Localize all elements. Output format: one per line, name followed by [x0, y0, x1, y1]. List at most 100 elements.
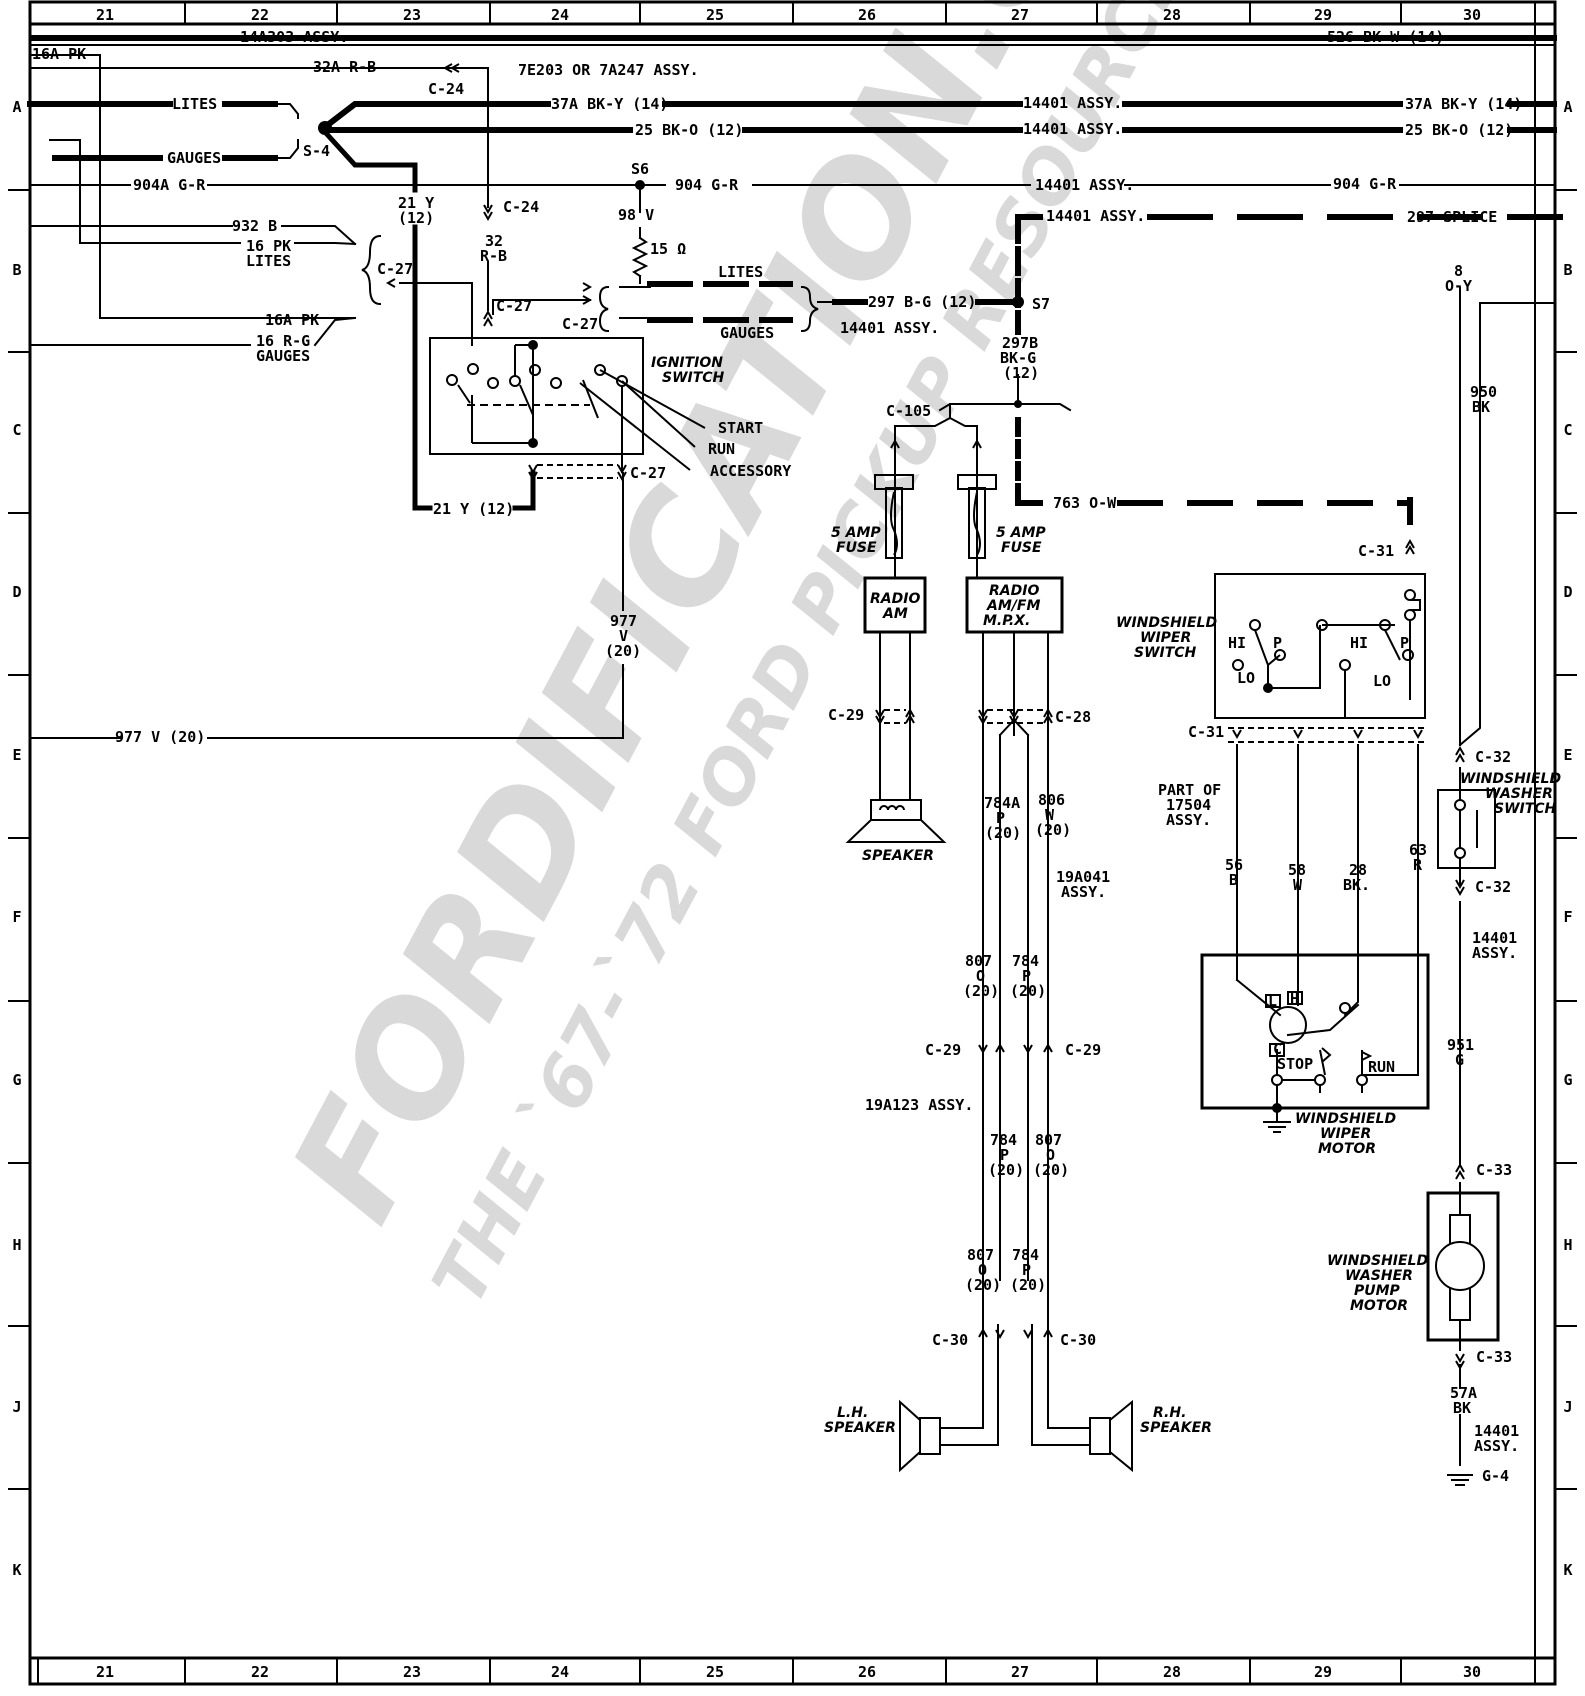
windshield-washer-pump-motor: [1426, 1191, 1500, 1342]
label-speaker: SPEAKER: [862, 848, 934, 864]
label-977-v: V: [619, 627, 628, 645]
label-c24-lower: C-24: [503, 198, 539, 216]
label-start: START: [718, 419, 763, 437]
label-950-bk: BK: [1472, 398, 1490, 416]
label-s4: S-4: [303, 142, 330, 160]
label-rb: R-B: [480, 247, 507, 265]
col-label: 24: [551, 1663, 569, 1681]
c31-connector: [1228, 727, 1425, 743]
label-57a: 57A: [1450, 1384, 1477, 1402]
label-wws-2: WIPER: [1140, 630, 1191, 646]
label-950: 950: [1470, 383, 1497, 401]
label-784-c: 784: [1012, 1246, 1039, 1264]
label-rh-2: SPEAKER: [1140, 1420, 1212, 1436]
col-label: 29: [1314, 6, 1332, 24]
label-motor-h: H: [1290, 990, 1299, 1008]
label-14401-d: 14401 ASSY.: [840, 319, 939, 337]
windshield-wiper-switch: [1214, 573, 1426, 719]
label-951: 951: [1447, 1036, 1474, 1054]
splice-points: [318, 121, 1282, 1113]
label-wpm-3: PUMP: [1354, 1283, 1401, 1299]
radio-fm-box: [965, 576, 1064, 634]
label-8: 8: [1454, 262, 1463, 280]
col-label: 21: [96, 6, 114, 24]
label-hi-a: HI: [1228, 634, 1246, 652]
label-784-a: 784: [1012, 952, 1039, 970]
col-label: 21: [96, 1663, 114, 1681]
label-28: 28: [1349, 861, 1367, 879]
row-label: C: [1563, 421, 1572, 439]
row-label: C: [12, 421, 21, 439]
label-297b-12: (12): [1003, 364, 1039, 382]
row-label: G: [12, 1071, 21, 1089]
label-c31-bottom: C-31: [1188, 723, 1224, 741]
label-14401-a: 14401 ASSY.: [1023, 94, 1122, 112]
col-label: 23: [403, 1663, 421, 1681]
grid-column-labels-top: 21 22 23 24 25 26 27 28 29 30: [96, 6, 1481, 24]
label-c27-lower: C-27: [562, 315, 598, 333]
row-label: A: [12, 98, 21, 116]
label-wash-3: SWITCH: [1494, 801, 1557, 817]
row-label: J: [12, 1398, 21, 1416]
label-radio-fm-2: AM/FM: [986, 598, 1040, 614]
grid-row-labels-right: A B C D E F G H J K: [1563, 98, 1572, 1579]
label-lo-b: LO: [1373, 672, 1391, 690]
label-part-assy: ASSY.: [1166, 811, 1211, 829]
label-wws-1: WINDSHIELD: [1116, 615, 1217, 631]
label-784a: 784A: [984, 794, 1020, 812]
col-label: 24: [551, 6, 569, 24]
label-16a-pk: 16A PK: [32, 45, 86, 63]
label-784-a-20: (20): [1010, 982, 1046, 1000]
label-56: 56: [1225, 856, 1243, 874]
label-fuse-am-a: 5 AMP: [831, 525, 881, 541]
speaker-rh: [1089, 1399, 1133, 1473]
label-rh-1: R.H.: [1153, 1405, 1186, 1421]
label-25-right: 25 BK-O (12): [1405, 121, 1513, 139]
row-label: F: [12, 908, 21, 926]
col-label: 26: [858, 1663, 876, 1681]
label-977-20: (20): [605, 642, 641, 660]
label-25: 25 BK-O (12): [635, 121, 743, 139]
label-904a: 904A G-R: [133, 176, 206, 194]
label-wpm-1: WINDSHIELD: [1327, 1253, 1428, 1269]
label-run-motor: RUN: [1368, 1058, 1395, 1076]
label-14401-b: 14401 ASSY.: [1023, 120, 1122, 138]
label-radio-am-2: AM: [882, 606, 908, 622]
label-57a-14401: 14401: [1474, 1422, 1519, 1440]
label-32: 32: [485, 232, 503, 250]
label-904-right: 904 G-R: [1333, 175, 1397, 193]
label-lites-b: LITES: [718, 263, 763, 281]
label-fuse-fm-a: 5 AMP: [996, 525, 1046, 541]
label-19a041: 19A041: [1056, 868, 1110, 886]
label-17504: 17504: [1166, 796, 1211, 814]
label-fuse-fm-b: FUSE: [1001, 540, 1042, 556]
row-label: A: [1563, 98, 1572, 116]
label-806: 806: [1038, 791, 1065, 809]
label-98v: 98 V: [618, 206, 654, 224]
fuse-fm: [957, 474, 997, 559]
label-wwm-2: WIPER: [1320, 1126, 1371, 1142]
label-radio-fm-3: M.P.X.: [983, 613, 1030, 629]
label-16rg: 16 R-G: [256, 332, 310, 350]
label-wpm-4: MOTOR: [1350, 1298, 1408, 1314]
label-wash-2: WASHER: [1485, 786, 1553, 802]
label-806-w: W: [1045, 806, 1055, 824]
row-label: K: [12, 1561, 21, 1579]
label-s7: S7: [1032, 295, 1050, 313]
label-297b: 297B: [1002, 334, 1038, 352]
label-hi-b: HI: [1350, 634, 1368, 652]
label-16apk: 16A PK: [265, 311, 319, 329]
connector-glyphs: [385, 63, 1465, 1371]
harness-labels: 14A303 ASSY. 526 BK-W (14) 16A PK 32A R-…: [32, 28, 1522, 560]
radio-am-box: [863, 576, 927, 634]
label-c33-b: C-33: [1476, 1348, 1512, 1366]
speaker-lh: [899, 1399, 941, 1473]
label-c27-left: C-27: [377, 260, 413, 278]
label-37a: 37A BK-Y (14): [551, 95, 668, 113]
label-wwm-3: MOTOR: [1318, 1141, 1376, 1157]
row-label: B: [1563, 261, 1572, 279]
label-297bg: 297 B-G (12): [868, 293, 976, 311]
label-977-long: 977 V (20): [115, 728, 205, 746]
row-label: J: [1563, 1398, 1572, 1416]
label-807-b: 807: [1035, 1131, 1062, 1149]
